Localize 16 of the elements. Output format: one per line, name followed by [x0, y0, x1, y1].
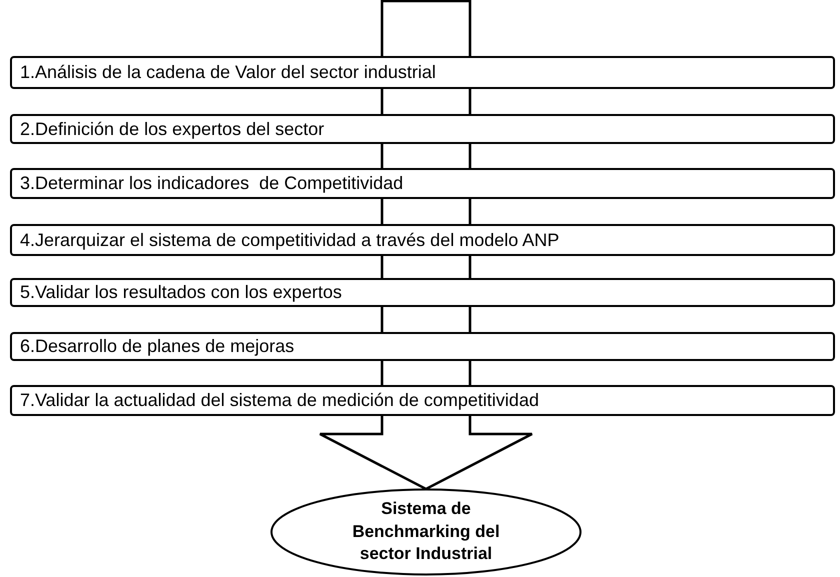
- step-box: [10, 332, 835, 361]
- step-text: 5.Validar los resultados con los expertos: [20, 282, 342, 303]
- step-box: [10, 385, 835, 416]
- step-box: [10, 278, 835, 307]
- step-box: [10, 224, 835, 256]
- step-text: 1.Análisis de la cadena de Valor del sector industrial: [20, 62, 436, 83]
- step-box: [10, 114, 835, 144]
- result-text: Sistema de Benchmarking del sector Industrial: [351, 498, 501, 566]
- step-text: 2.Definición de los expertos del sector: [20, 118, 324, 140]
- step-box: [10, 56, 835, 89]
- result-ellipse: [270, 488, 582, 576]
- step-text: 3.Determinar los indicadores de Competitividad: [20, 173, 404, 194]
- step-box: [10, 168, 835, 199]
- step-text: 4.Jerarquizar el sistema de competitividad a través del modelo ANP: [20, 230, 560, 250]
- step-text: 6.Desarrollo de planes de mejoras: [20, 336, 294, 357]
- step-text: 7.Validar la actualidad del sistema de medición de competitividad: [20, 390, 539, 411]
